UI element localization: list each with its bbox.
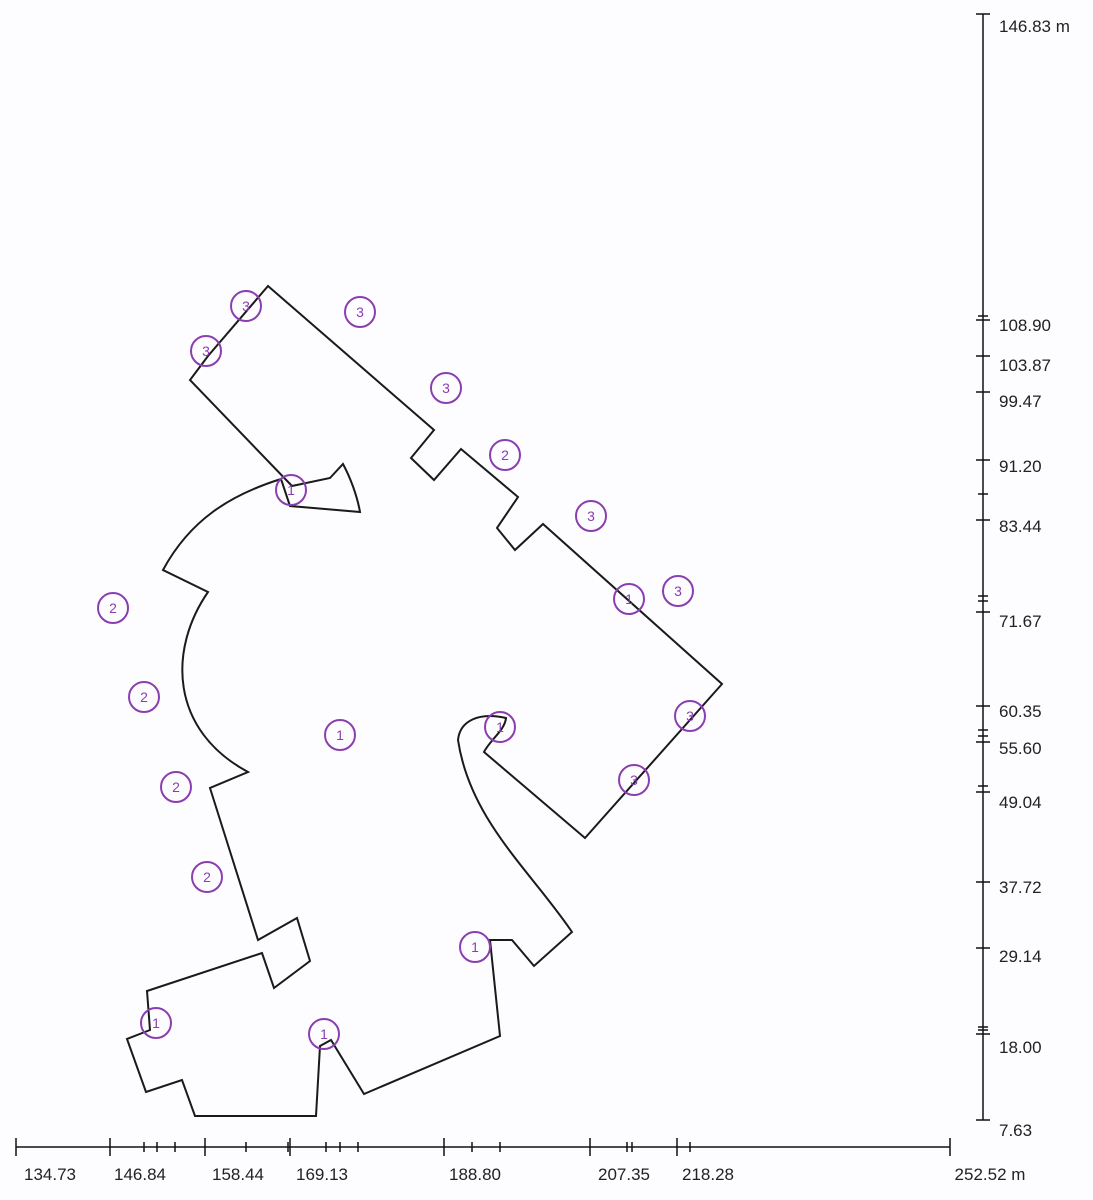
- svg-text:3: 3: [442, 380, 450, 396]
- svg-text:3: 3: [356, 304, 364, 320]
- zone-marker: 3: [430, 372, 462, 404]
- svg-text:3: 3: [674, 583, 682, 599]
- y-axis-tick-label: 83.44: [999, 517, 1042, 536]
- x-axis-tick-label: 207.35: [598, 1165, 650, 1184]
- zone-marker: 3: [575, 500, 607, 532]
- y-axis-tick-label: 7.63: [999, 1121, 1032, 1140]
- y-axis-tick-label: 71.67: [999, 612, 1042, 631]
- svg-text:3: 3: [686, 708, 694, 724]
- zone-marker: 2: [191, 861, 223, 893]
- zone-marker: 1: [275, 474, 307, 506]
- svg-text:3: 3: [242, 298, 250, 314]
- zone-marker: 2: [97, 592, 129, 624]
- y-axis-tick-label: 29.14: [999, 947, 1042, 966]
- zone-marker: 2: [160, 771, 192, 803]
- svg-text:3: 3: [202, 343, 210, 359]
- zone-marker: 3: [674, 700, 706, 732]
- svg-text:1: 1: [625, 591, 633, 607]
- building-outline: [125, 284, 724, 1117]
- y-axis-tick-label: 37.72: [999, 878, 1042, 897]
- zone-marker: 3: [230, 290, 262, 322]
- x-axis-tick-label: 146.84: [114, 1165, 166, 1184]
- svg-text:3: 3: [587, 508, 595, 524]
- zone-marker: 2: [128, 681, 160, 713]
- svg-text:2: 2: [109, 600, 117, 616]
- x-axis-tick-label: 134.73: [24, 1165, 76, 1184]
- zone-marker: 3: [344, 296, 376, 328]
- y-axis-tick-label: 18.00: [999, 1038, 1042, 1057]
- svg-text:1: 1: [496, 719, 504, 735]
- zone-marker: 1: [140, 1007, 172, 1039]
- svg-text:2: 2: [501, 447, 509, 463]
- svg-text:1: 1: [336, 727, 344, 743]
- svg-text:1: 1: [287, 482, 295, 498]
- y-axis-tick-label: 49.04: [999, 793, 1042, 812]
- x-axis-tick-label: 218.28: [682, 1165, 734, 1184]
- y-axis-tick-label: 146.83 m: [999, 17, 1070, 36]
- zone-marker: 3: [190, 335, 222, 367]
- zone-marker: 1: [308, 1018, 340, 1050]
- y-axis-tick-label: 91.20: [999, 457, 1042, 476]
- y-axis-tick-label: 108.90: [999, 316, 1051, 335]
- zone-marker: 1: [459, 931, 491, 963]
- y-axis-tick-label: 99.47: [999, 392, 1042, 411]
- svg-text:1: 1: [152, 1015, 160, 1031]
- zone-marker: 1: [613, 583, 645, 615]
- svg-text:3: 3: [630, 772, 638, 788]
- x-axis-tick-label: 252.52 m: [955, 1165, 1026, 1184]
- zone-marker: 1: [324, 719, 356, 751]
- zone-marker: 1: [484, 711, 516, 743]
- x-axis-tick-label: 188.80: [449, 1165, 501, 1184]
- y-axis-tick-label: 55.60: [999, 739, 1042, 758]
- svg-text:2: 2: [203, 869, 211, 885]
- svg-text:1: 1: [471, 939, 479, 955]
- svg-text:1: 1: [320, 1026, 328, 1042]
- x-axis-tick-label: 169.13: [296, 1165, 348, 1184]
- y-axis-tick-label: 103.87: [999, 356, 1051, 375]
- y-axis-tick-label: 60.35: [999, 702, 1042, 721]
- zone-marker: 3: [618, 764, 650, 796]
- zone-marker: 3: [662, 575, 694, 607]
- svg-text:2: 2: [172, 779, 180, 795]
- zone-marker: 2: [489, 439, 521, 471]
- svg-text:2: 2: [140, 689, 148, 705]
- x-axis-tick-label: 158.44: [212, 1165, 264, 1184]
